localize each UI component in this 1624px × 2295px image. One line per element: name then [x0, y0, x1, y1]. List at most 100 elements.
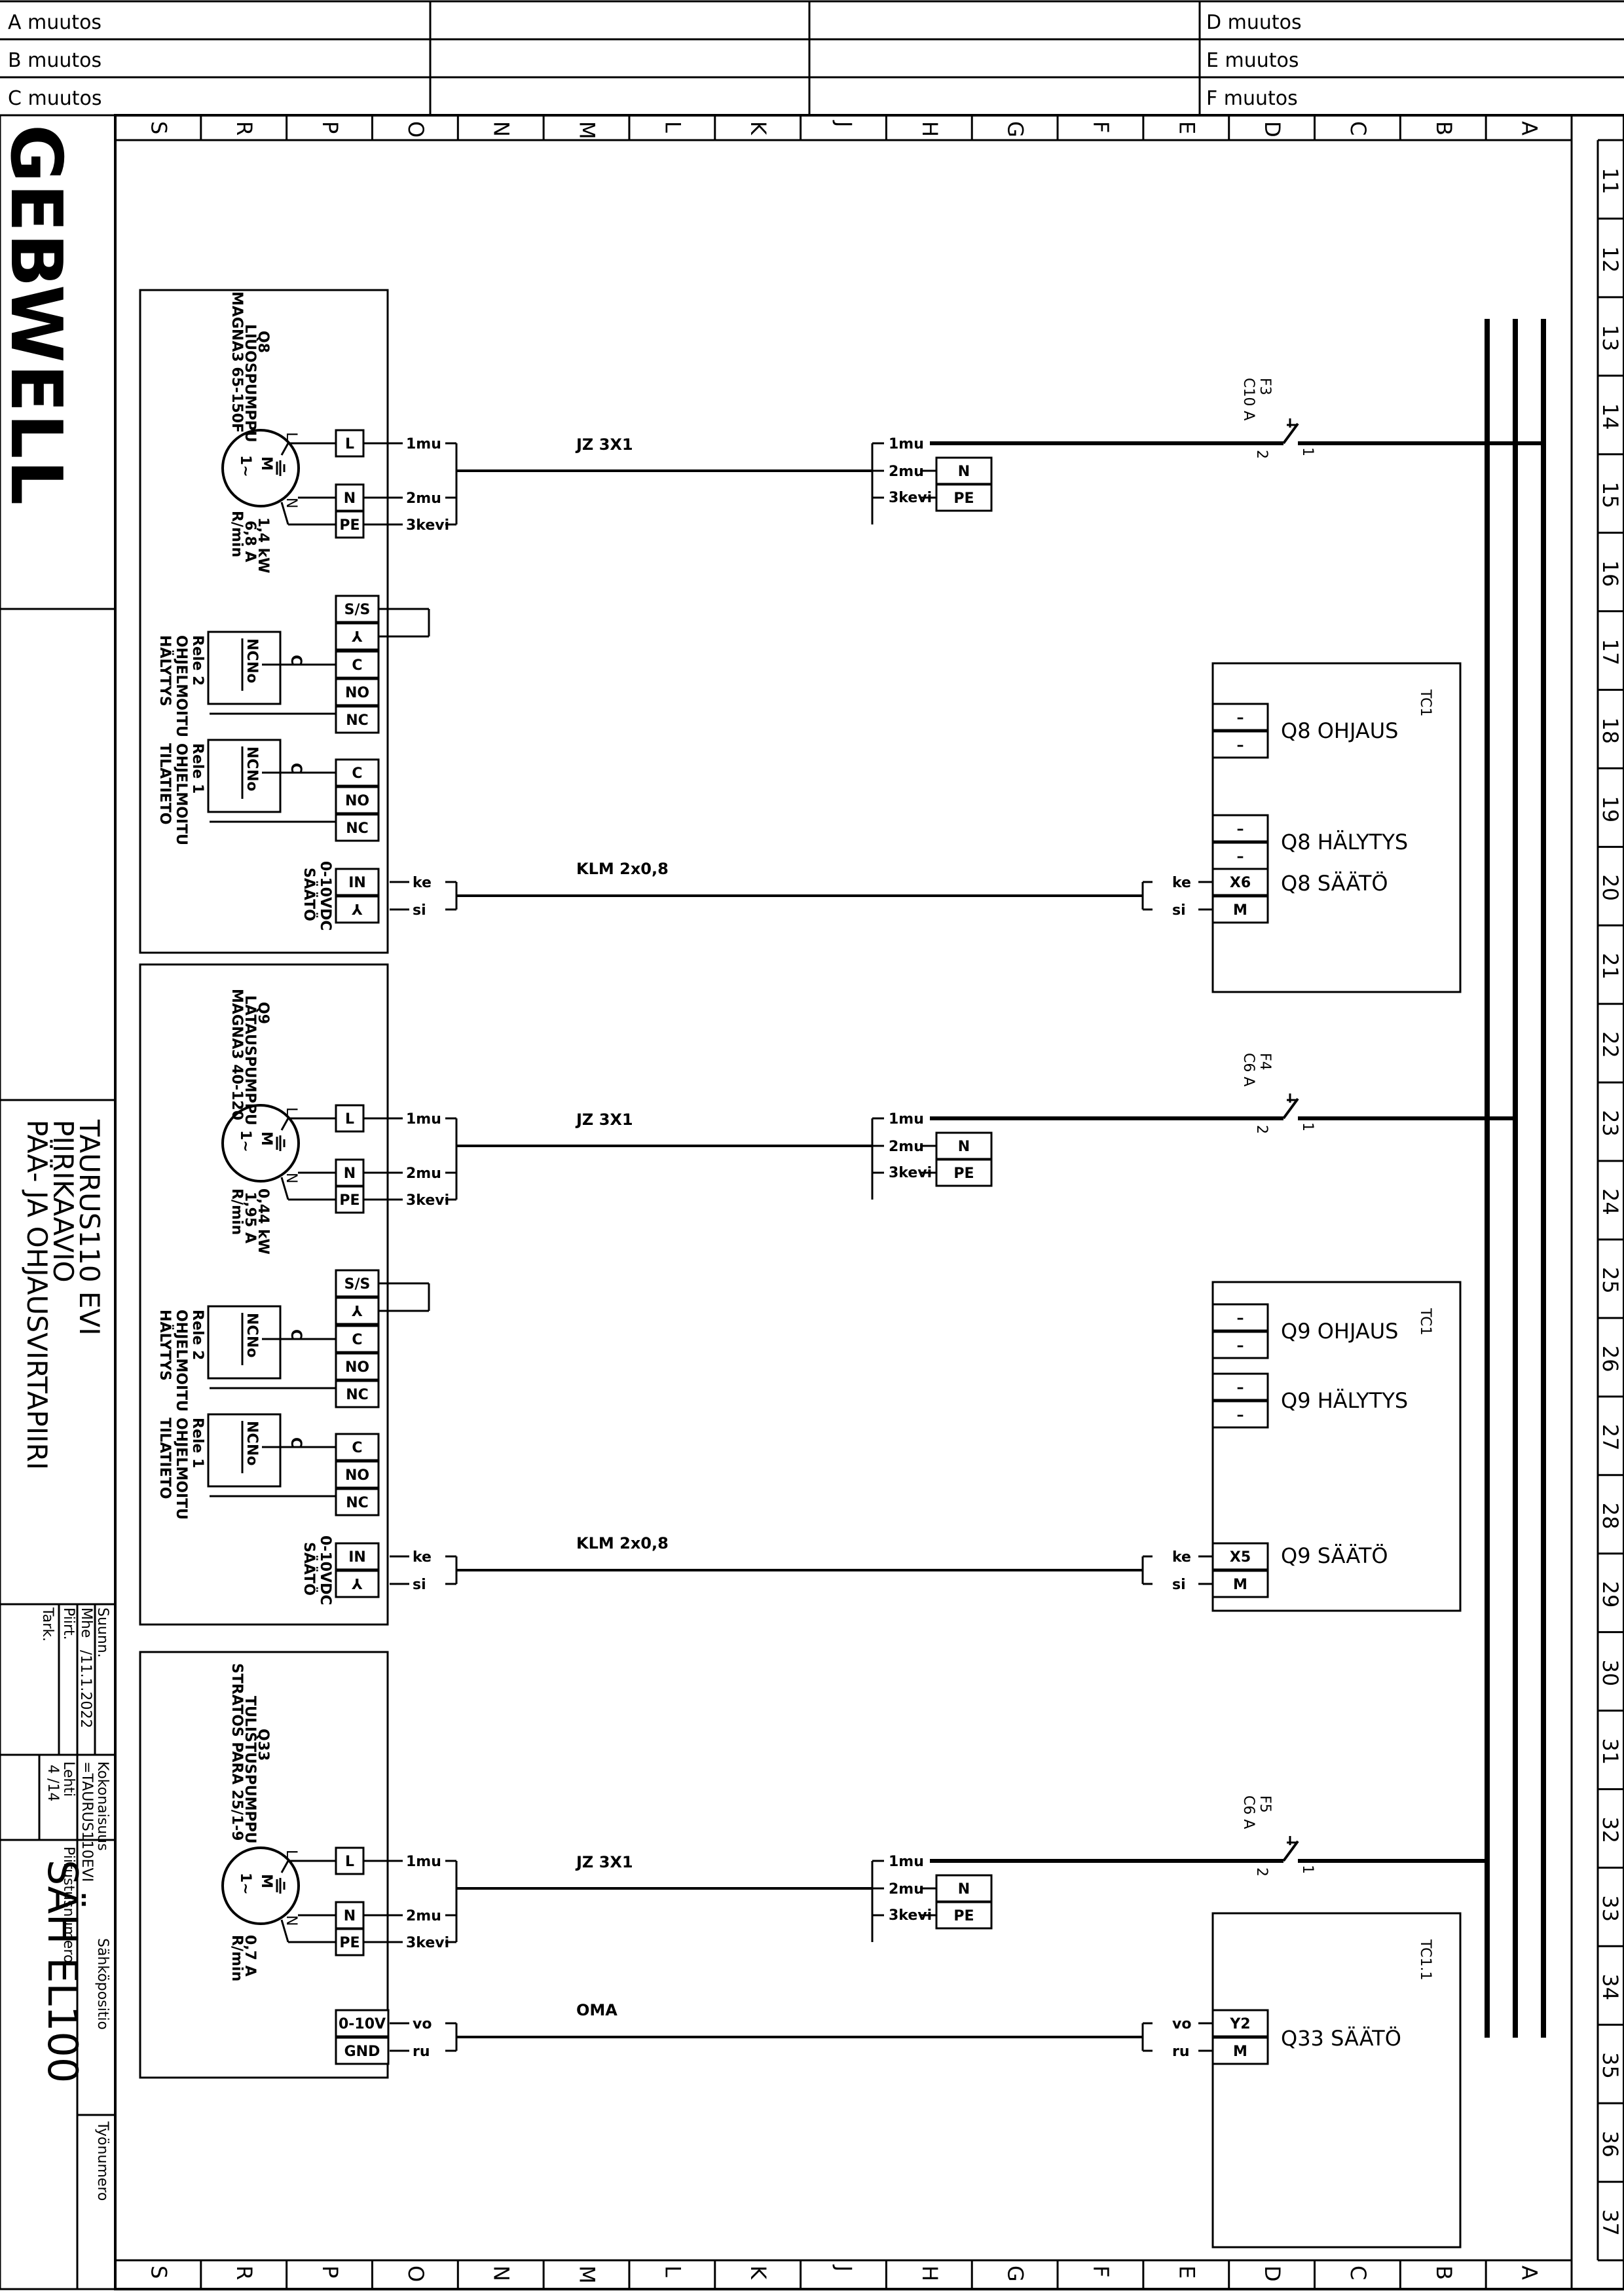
q9-r1-relay-0: C: [352, 1440, 362, 1456]
q9-relay1-1: OHJELMOITU: [173, 1418, 189, 1520]
wire-line: [280, 1860, 289, 1873]
q33-tc-label: TC1.1: [1417, 1939, 1433, 1981]
q33-r-term-pe-box: [935, 1901, 993, 1930]
date-value: /11.1.2022: [77, 1650, 94, 1728]
tyonumero-label: Työnumero: [94, 2121, 111, 2201]
q9-term-pe: PE: [339, 1192, 360, 1209]
q8-tc-dash-2-box: [1211, 841, 1269, 870]
drawing-frame: [114, 114, 1624, 2290]
column-label-top-A: A: [1517, 121, 1542, 136]
row-label-31: 31: [1598, 1738, 1623, 1765]
q9-tc-dash-2-box: [1211, 1400, 1269, 1429]
piirt-label: Piirt.: [60, 1607, 77, 1640]
lehti-value: 4 /14: [45, 1765, 61, 1801]
q9-r1-relay-1-box: [335, 1460, 380, 1489]
title-line-3: PÄÄ- JA OHJAUSVIRTAPIIRI: [21, 1120, 54, 1470]
column-label-bottom-H: H: [917, 2266, 942, 2281]
q8-tc-text-2: Q8 SÄÄTÖ: [1281, 871, 1388, 896]
q9-tc-dash-box: [1211, 1303, 1269, 1332]
q8-ctrl-1-box: [335, 895, 380, 924]
row-label-17: 17: [1598, 639, 1623, 666]
q9-tc-dash: –: [1237, 1380, 1244, 1396]
q9-tc-term-0-box: [1211, 1542, 1269, 1571]
q9-r-term-pe-box: [935, 1158, 993, 1187]
q8-term-ground-box: [335, 622, 380, 651]
q8-tc-term-1: M: [1233, 902, 1247, 919]
q8-ctrl-wire-1: si: [413, 902, 426, 919]
column-label-top-F: F: [1088, 121, 1113, 133]
q9-ctrl-1-box: [335, 1570, 380, 1598]
q9-tc-text-0: Q9 OHJAUS: [1281, 1319, 1398, 1344]
kokonaisuus-value: =TAURUS110EVI: [79, 1761, 95, 1882]
row-label-13: 13: [1598, 325, 1623, 352]
row-label-25: 25: [1598, 1267, 1623, 1294]
q8-term-ss-box: [335, 595, 380, 623]
q8-r1-relay-1: NO: [345, 793, 369, 809]
wire-line: [280, 502, 289, 525]
q9-r2-relay-0: C: [352, 1332, 362, 1348]
column-label-bottom-N: N: [489, 2266, 514, 2281]
q9-r1-relay-box: [207, 1413, 282, 1488]
q33-r-ctrl-wire-1: ru: [1172, 2044, 1190, 2060]
q9-term-n: N: [344, 1166, 356, 1182]
q8-ctrl-0-box: [335, 868, 380, 896]
q9-r2-relay-0-box: [335, 1325, 380, 1353]
q8-ctrl-desc-0: 0-10VDC: [317, 861, 333, 931]
q33-fuse-rating: C6 A: [1240, 1795, 1257, 1829]
q8-r2-relay-c-lbl: C: [287, 655, 304, 665]
q8-r-term-pe-box: [935, 483, 993, 512]
q9-model: MAGNA3 40-120: [229, 989, 245, 1120]
pump-motor-symbol: [221, 1846, 300, 1925]
q9-fuse-pin-2: 2: [1253, 1125, 1270, 1134]
wire-line: [280, 1118, 289, 1131]
q9-term-ss: S/S: [344, 1276, 371, 1293]
row-grid: 1112131415161718192021222324252627282930…: [1598, 139, 1624, 2262]
q9-term-l-box: [335, 1104, 365, 1133]
q33-term-pe-box: [335, 1928, 365, 1956]
row-label-35: 35: [1598, 2052, 1623, 2079]
q9-r2-relay-2: NC: [346, 1387, 369, 1403]
column-label-top-H: H: [917, 121, 942, 137]
pump-motor-symbol: [221, 1104, 300, 1183]
q8-r1-relay-0: C: [352, 765, 362, 782]
column-label-bottom-L: L: [660, 2266, 685, 2277]
q8-relay1-1: OHJELMOITU: [173, 743, 189, 845]
q9-rating-0: 0,44 kW: [255, 1188, 271, 1255]
drawing-number: SÄH EL100: [39, 1860, 86, 2083]
q33-device-box: [139, 1651, 389, 2079]
q8-tc-label: TC1: [1417, 689, 1433, 717]
q8-r-wire-1: 2mu: [889, 464, 924, 480]
q8-r2-relay-box: [207, 631, 282, 705]
q9-r-wire-0: 1mu: [889, 1111, 924, 1128]
q8-r1-relay-1-box: [335, 786, 380, 815]
revision-c-label: C muutos: [8, 87, 101, 110]
sahkopositio-label: Sähköpositio: [94, 1938, 111, 2030]
row-label-16: 16: [1598, 560, 1623, 587]
q9-relay2-0: Rele 2: [189, 1310, 206, 1360]
q9-tc-text-1: Q9 HÄLYTYS: [1281, 1388, 1408, 1413]
q9-wire-2: 3kevi: [406, 1192, 449, 1209]
column-label-top-G: G: [1003, 121, 1028, 138]
q9-r-term-pe: PE: [953, 1166, 974, 1182]
q33-ctrl-1-box: [335, 2036, 390, 2065]
q8-r-ctrl-wire-1: si: [1172, 902, 1186, 919]
tark-label: Tark.: [39, 1607, 56, 1642]
q9-r2-relay-1-box: [335, 1352, 380, 1381]
q9-ctrl-desc-1: SÄÄTÖ: [301, 1542, 318, 1596]
q9-id: Q9: [255, 1002, 271, 1024]
q8-wire-0: 1mu: [406, 436, 441, 452]
q9-relay1-2: TILATIETO: [157, 1418, 173, 1499]
row-label-37: 37: [1598, 2209, 1623, 2236]
q9-r2-relay-nc: NC: [244, 1313, 260, 1336]
column-label-top-E: E: [1174, 121, 1199, 134]
q9-device-box: [139, 963, 389, 1626]
wire-line: [280, 1177, 289, 1200]
q8-tc-dash-2: –: [1237, 737, 1244, 754]
column-label-bottom-S: S: [146, 2266, 171, 2279]
q9-wire-0: 1mu: [406, 1111, 441, 1128]
q8-r-term-pe: PE: [953, 490, 974, 507]
q33-fuse-switch: [1282, 1840, 1299, 1862]
